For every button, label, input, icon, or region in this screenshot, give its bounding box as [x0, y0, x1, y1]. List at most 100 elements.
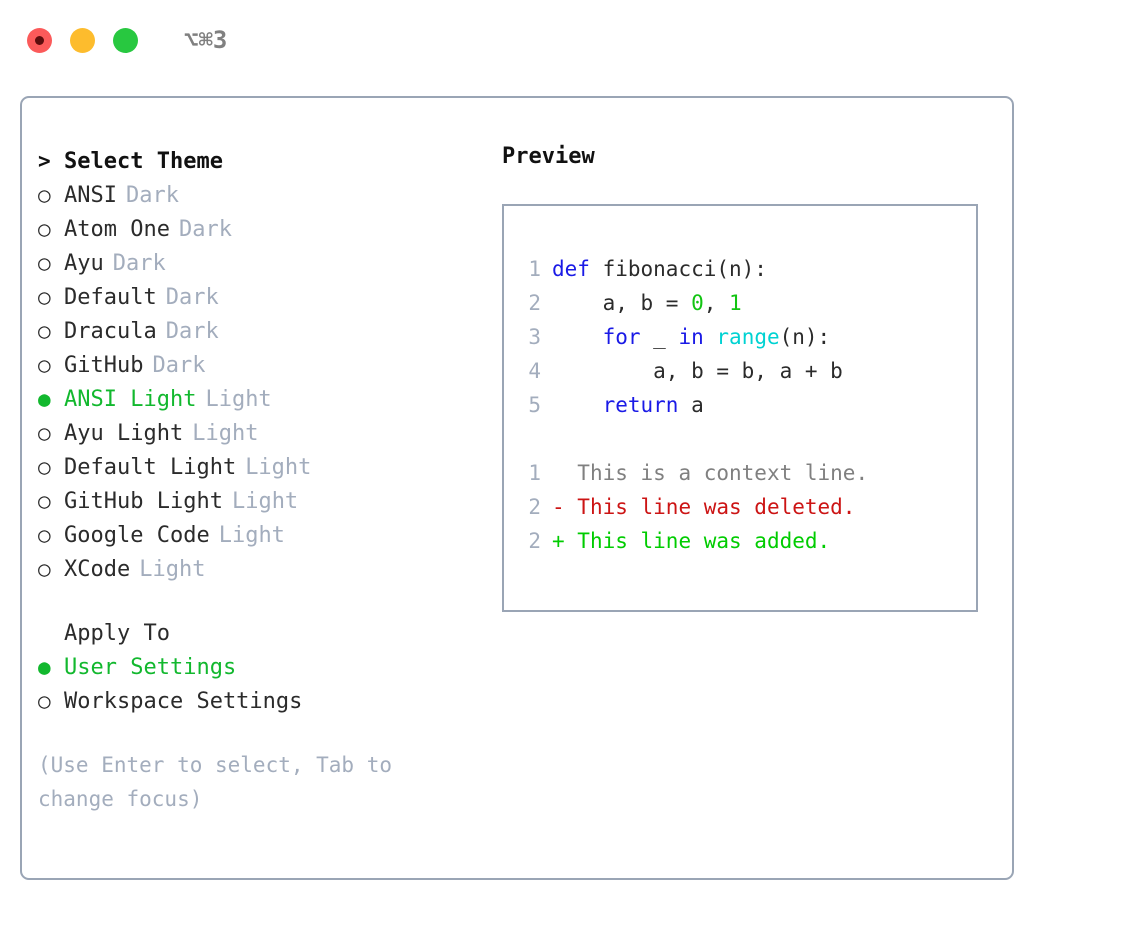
maximize-button[interactable] — [113, 27, 138, 53]
radio-unselected-icon: ○ — [38, 319, 51, 343]
theme-variant-tag: Light — [139, 557, 206, 582]
theme-option-label: Atom One — [64, 217, 170, 242]
line-number: 4 — [528, 359, 541, 383]
theme-variant-tag: Dark — [178, 217, 232, 242]
radio-unselected-icon: ○ — [38, 523, 51, 547]
theme-option-label: ANSI — [64, 183, 117, 208]
spacer-icon: ○ — [38, 616, 64, 650]
code-line: 1 def fibonacci(n): — [504, 252, 976, 286]
radio-unselected-icon: ○ — [38, 455, 51, 479]
theme-option-label: Default — [64, 285, 157, 310]
theme-option-label: Ayu Light — [64, 421, 184, 446]
window-controls — [27, 27, 138, 53]
diff-sign: + — [552, 529, 578, 553]
code-line: 3 for _ in range(n): — [504, 320, 976, 354]
theme-option-label: GitHub Light — [64, 489, 223, 514]
theme-variant-tag: Light — [218, 523, 285, 548]
diff-line: 2+ This line was added. — [504, 524, 976, 558]
token-plain: (n): — [779, 325, 831, 349]
close-button[interactable] — [27, 27, 52, 53]
theme-variant-tag: Light — [245, 455, 312, 480]
line-number: 2 — [528, 495, 541, 519]
token-plain: a, b = b, a + b — [552, 359, 843, 383]
token-plain — [704, 325, 717, 349]
theme-variant-tag: Dark — [165, 319, 219, 344]
theme-variant-tag: Dark — [125, 183, 179, 208]
line-number: 3 — [528, 325, 541, 349]
radio-unselected-icon: ○ — [38, 217, 51, 241]
apply-to-heading: ○ Apply To — [38, 616, 478, 650]
page-title: Select Theme — [64, 149, 223, 174]
diff-text: This line was added. — [577, 529, 831, 553]
token-kw: def — [552, 257, 590, 281]
apply-to-option-user-settings[interactable]: ● User Settings — [38, 650, 478, 684]
theme-option-google-code[interactable]: ○ Google Code Light — [38, 518, 478, 552]
theme-list-heading: > Select Theme — [38, 144, 478, 178]
radio-unselected-icon: ○ — [38, 183, 51, 207]
apply-to-option-label: User Settings — [64, 655, 237, 680]
radio-unselected-icon: ○ — [38, 353, 51, 377]
code-text: a, b = b, a + b — [552, 354, 843, 388]
preview-heading: Preview — [502, 144, 595, 169]
diff-sign: - — [552, 495, 578, 519]
token-plain: _ — [640, 325, 679, 349]
apply-to-option-workspace-settings[interactable]: ○ Workspace Settings — [38, 684, 478, 718]
token-kw: for — [602, 325, 641, 349]
theme-option-atom-one[interactable]: ○ Atom One Dark — [38, 212, 478, 246]
line-number: 1 — [528, 257, 541, 281]
radio-unselected-icon: ○ — [38, 689, 51, 713]
theme-variant-tag: Light — [205, 387, 272, 412]
theme-option-github-light[interactable]: ○ GitHub Light Light — [38, 484, 478, 518]
apply-to-option-label: Workspace Settings — [64, 689, 303, 714]
radio-unselected-icon: ○ — [38, 489, 51, 513]
theme-option-dracula[interactable]: ○ Dracula Dark — [38, 314, 478, 348]
diff-line: 1 This is a context line. — [504, 456, 976, 490]
radio-unselected-icon: ○ — [38, 285, 51, 309]
diff-text: This line was deleted. — [577, 495, 856, 519]
line-number: 2 — [528, 291, 541, 315]
code-text: return a — [552, 388, 704, 422]
theme-option-label: GitHub — [64, 353, 144, 378]
code-line: 4 a, b = b, a + b — [504, 354, 976, 388]
theme-variant-tag: Light — [231, 489, 299, 514]
keyboard-hint: (Use Enter to select, Tab to change focu… — [38, 753, 393, 811]
radio-selected-icon: ● — [38, 655, 51, 679]
radio-unselected-icon: ○ — [38, 421, 51, 445]
token-num: 0 — [691, 291, 704, 315]
minimize-button[interactable] — [70, 27, 95, 53]
theme-option-ansi[interactable]: ○ ANSI Dark — [38, 178, 478, 212]
title-bar: ⌥⌘3 — [0, 0, 1140, 80]
line-number: 5 — [528, 393, 541, 417]
code-text: def fibonacci(n): — [552, 252, 767, 286]
token-kw: return — [602, 393, 679, 417]
radio-unselected-icon: ○ — [38, 251, 51, 275]
theme-option-label: Ayu — [64, 251, 104, 276]
diff-line: 2- This line was deleted. — [504, 490, 976, 524]
theme-option-label: Google Code — [64, 523, 210, 548]
code-diff-separator — [504, 422, 976, 456]
token-plain: a, b = — [552, 291, 692, 315]
code-line: 5 return a — [504, 388, 976, 422]
token-plain — [552, 393, 603, 417]
code-line: 2 a, b = 0, 1 — [504, 286, 976, 320]
theme-option-label: XCode — [64, 557, 131, 582]
radio-selected-icon: ● — [38, 387, 51, 411]
theme-option-label: Dracula — [64, 319, 157, 344]
token-plain: fibonacci(n): — [589, 257, 767, 281]
token-plain — [552, 325, 603, 349]
prompt-caret-icon: > — [38, 149, 51, 173]
token-kw: in — [678, 325, 704, 349]
apply-to-list: ● User Settings ○ Workspace Settings — [38, 650, 478, 718]
